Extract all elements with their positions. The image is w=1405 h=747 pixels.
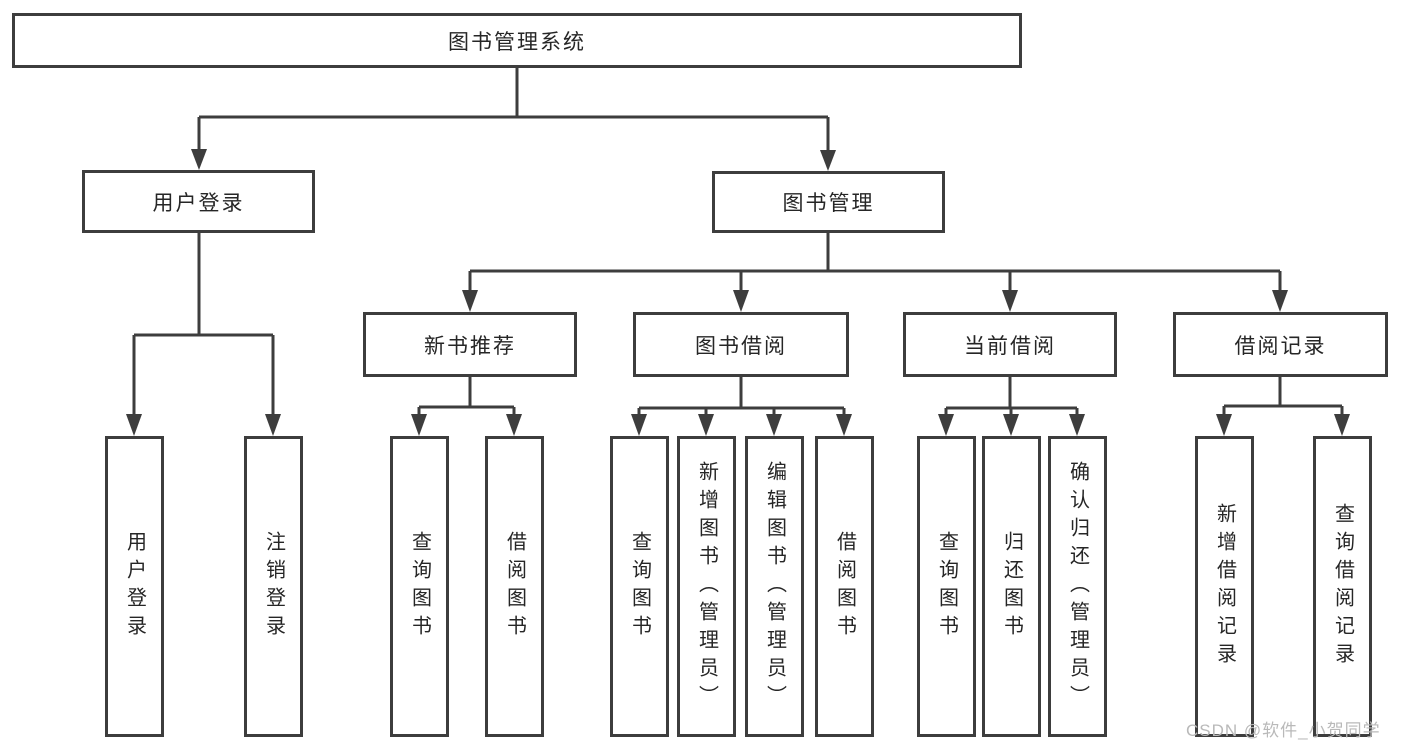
- node-library-management-system: 图书管理系统: [12, 13, 1022, 68]
- node-leaf-cb-query-books: 查询图书: [917, 436, 976, 737]
- node-leaf-user-login: 用户登录: [105, 436, 164, 737]
- node-borrowing-records: 借阅记录: [1173, 312, 1388, 377]
- node-leaf-rc-query-record: 查询借阅记录: [1313, 436, 1372, 737]
- node-leaf-bw-edit-books-admin: 编辑图书（管理员）: [745, 436, 804, 737]
- watermark: CSDN @软件_小贺同学: [1186, 721, 1381, 740]
- node-current-borrowing: 当前借阅: [903, 312, 1117, 377]
- node-user-login: 用户登录: [82, 170, 315, 233]
- node-book-management: 图书管理: [712, 171, 945, 233]
- node-leaf-nr-query-books: 查询图书: [390, 436, 449, 737]
- connector-borrow-children: [631, 377, 852, 436]
- node-leaf-bw-query-books: 查询图书: [610, 436, 669, 737]
- node-leaf-cb-return-books: 归还图书: [982, 436, 1041, 737]
- node-leaf-logout: 注销登录: [244, 436, 303, 737]
- node-leaf-rc-add-record: 新增借阅记录: [1195, 436, 1254, 737]
- node-book-borrowing: 图书借阅: [633, 312, 849, 377]
- node-leaf-bw-add-books-admin: 新增图书（管理员）: [677, 436, 736, 737]
- node-leaf-bw-borrow-books: 借阅图书: [815, 436, 874, 737]
- connector-book-mgmt-children: [462, 233, 1288, 312]
- connector-records-children: [1216, 377, 1350, 436]
- connector-user-login-children: [126, 233, 281, 436]
- connector-root-to-level2: [191, 68, 836, 171]
- connector-current-children: [938, 377, 1085, 436]
- node-leaf-nr-borrow-books: 借阅图书: [485, 436, 544, 737]
- node-new-book-recommendation: 新书推荐: [363, 312, 577, 377]
- connector-new-rec-children: [411, 377, 522, 436]
- node-leaf-cb-confirm-return-admin: 确认归还（管理员）: [1048, 436, 1107, 737]
